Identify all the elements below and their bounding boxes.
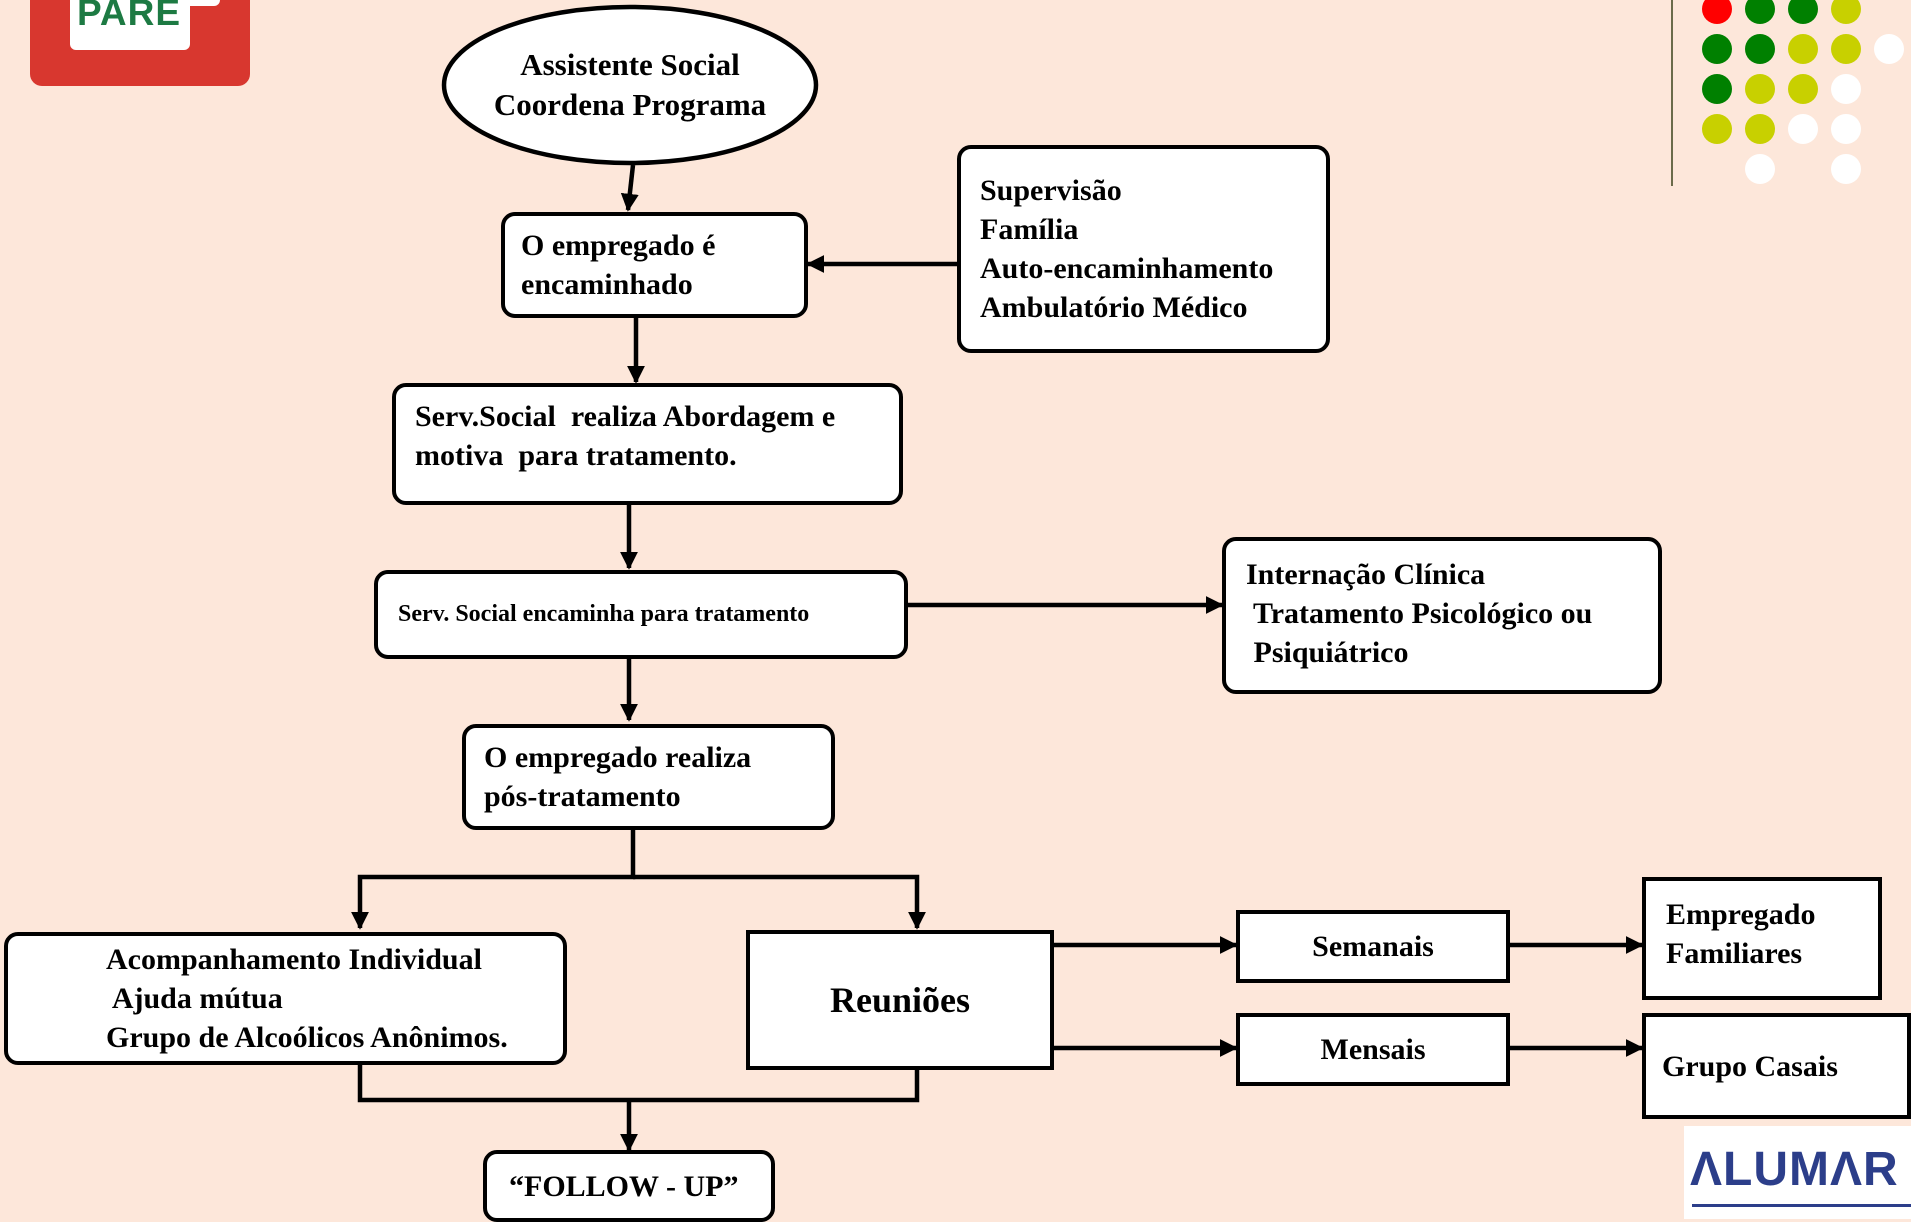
decoration-dot — [1745, 0, 1775, 24]
meetings-node: Reuniões — [746, 930, 1054, 1070]
monthly-line-1: Mensais — [1320, 1033, 1426, 1066]
clinical-line-1: Internação Clínica — [1246, 558, 1486, 591]
decoration-dot — [1745, 74, 1775, 104]
weekly-node: Semanais — [1236, 910, 1510, 983]
arrow-coordinator-to-referred — [620, 164, 639, 212]
post-line-1: O empregado realiza — [484, 741, 752, 774]
decoration-dot — [1702, 114, 1732, 144]
couples-node: Grupo Casais — [1642, 1013, 1911, 1119]
couples-line-1: Grupo Casais — [1662, 1049, 1838, 1083]
clinical-node: Internação Clínica Tratamento Psicológic… — [1222, 537, 1662, 694]
decoration-dot — [1702, 74, 1732, 104]
decoration-dot — [1745, 154, 1775, 184]
decoration-dot — [1788, 74, 1818, 104]
arrow-post-to-meetings — [633, 874, 926, 930]
decoration-dot — [1745, 114, 1775, 144]
clinical-line-2: Tratamento Psicológico ou — [1246, 597, 1593, 630]
decoration-dot — [1831, 154, 1861, 184]
individual-node: Acompanhamento Individual Ajuda mútua Gr… — [4, 932, 567, 1065]
monthly-node: Mensais — [1236, 1013, 1510, 1086]
employee-family-line-2: Familiares — [1666, 937, 1803, 970]
individual-line-3: Grupo de Alcoólicos Anônimos. — [106, 1021, 508, 1054]
employee-family-line-1: Empregado — [1666, 898, 1816, 931]
coordinator-line-2: Coordena Programa — [493, 87, 767, 122]
referred-line-2: encaminhado — [521, 268, 693, 301]
decoration-dot — [1702, 34, 1732, 64]
sources-line-3: Auto-encaminhamento — [980, 252, 1274, 285]
meetings-line-1: Reuniões — [829, 979, 970, 1020]
forward-node: Serv. Social encaminha para tratamento — [374, 570, 908, 659]
decoration-dot — [1831, 74, 1861, 104]
individual-line-2: Ajuda mútua — [106, 982, 283, 1015]
coordinator-node: Assistente Social Coordena Programa — [444, 20, 816, 150]
clinical-line-3: Psiquiátrico — [1246, 636, 1409, 669]
post-line-2: pós-tratamento — [484, 780, 681, 813]
approach-line-2: motiva para tratamento. — [415, 439, 737, 472]
alumar-logo-text: ΛLUMΛR — [1690, 1143, 1899, 1196]
weekly-line-1: Semanais — [1312, 930, 1434, 963]
arrow-post-to-individual — [351, 828, 636, 930]
sources-node: Supervisão Família Auto-encaminhamento A… — [957, 145, 1330, 353]
merge-line-followup — [357, 1065, 920, 1103]
forward-line-1: Serv. Social encaminha para tratamento — [398, 600, 810, 627]
decoration-dot — [1788, 0, 1818, 24]
decoration-dot — [1788, 34, 1818, 64]
approach-line-1: Serv.Social realiza Abordagem e — [415, 400, 836, 433]
referred-line-1: O empregado é — [521, 229, 716, 262]
decoration-dot — [1831, 114, 1861, 144]
alumar-logo: ΛLUMΛR — [1684, 1126, 1911, 1219]
coordinator-line-1: Assistente Social — [520, 46, 740, 82]
decoration-dot — [1745, 34, 1775, 64]
sources-line-1: Supervisão — [980, 174, 1122, 207]
post-treatment-node: O empregado realiza pós-tratamento — [462, 724, 835, 830]
decoration-dot — [1874, 34, 1904, 64]
decoration-divider — [1671, 0, 1673, 186]
sources-line-2: Família — [980, 213, 1079, 246]
decoration-dot — [1831, 34, 1861, 64]
employee-family-node: Empregado Familiares — [1642, 877, 1882, 1000]
pare-logo: PARE — [30, 0, 250, 86]
pare-logo-text: PARE — [77, 0, 182, 33]
decoration-dot — [1702, 0, 1732, 24]
referred-node: O empregado é encaminhado — [501, 212, 808, 318]
approach-node: Serv.Social realiza Abordagem e motiva p… — [392, 383, 903, 505]
decoration-dot — [1788, 114, 1818, 144]
followup-node: “FOLLOW - UP” — [483, 1150, 775, 1222]
individual-line-1: Acompanhamento Individual — [106, 943, 482, 976]
followup-line-1: “FOLLOW - UP” — [509, 1169, 739, 1203]
sources-line-4: Ambulatório Médico — [980, 291, 1248, 324]
decoration-dot — [1831, 0, 1861, 24]
